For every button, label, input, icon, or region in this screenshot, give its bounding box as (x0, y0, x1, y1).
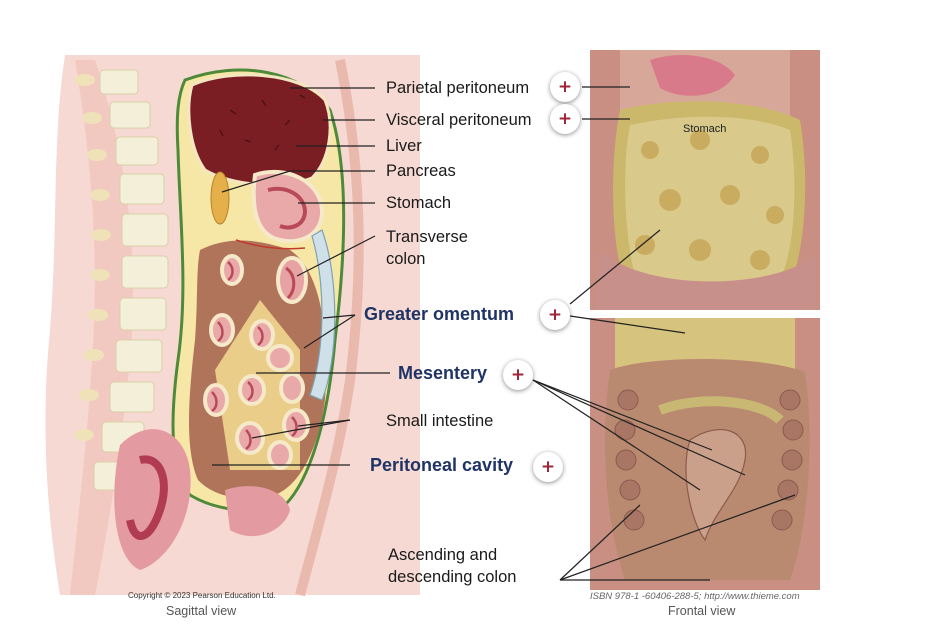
vertebrae (93, 69, 169, 491)
label-ascending-descending-line1: Ascending and (388, 546, 498, 564)
isbn-credit: ISBN 978-1 -60406-288-5; http://www.thie… (590, 591, 800, 602)
label-liver: Liver (386, 137, 422, 155)
caption-frontal-view: Frontal view (668, 604, 736, 618)
label-stomach: Stomach (386, 194, 452, 212)
spinal-processes (74, 74, 111, 441)
label-visceral-peritoneum: Visceral peritoneum (386, 111, 532, 129)
label-peritoneal-cavity: Peritoneal cavity (370, 455, 514, 475)
label-parietal-peritoneum: Parietal peritoneum (386, 79, 530, 97)
label-transverse-colon-line1: Transverse (386, 228, 468, 246)
label-mesentery: Mesentery (398, 363, 488, 383)
frontal-view-photo-bottom (590, 318, 820, 590)
hotspot-parietal-peritoneum-button[interactable]: + (550, 72, 580, 102)
label-small-intestine: Small intestine (386, 412, 494, 430)
frontal-view-photo-top (590, 50, 820, 310)
liver-shape (187, 73, 332, 187)
hotspot-mesentery-button[interactable]: + (503, 360, 533, 390)
hotspot-visceral-peritoneum-button[interactable]: + (550, 104, 580, 134)
caption-sagittal-view: Sagittal view (166, 604, 237, 618)
label-ascending-descending-line2: descending colon (388, 568, 517, 586)
label-pancreas: Pancreas (386, 162, 456, 180)
hotspot-peritoneal-cavity-button[interactable]: + (533, 452, 563, 482)
copyright-notice: Copyright © 2023 Pearson Education Ltd. (128, 591, 276, 600)
frontal-leader-lines (532, 86, 796, 581)
hotspot-greater-omentum-button[interactable]: + (540, 300, 570, 330)
sagittal-view-illustration (45, 55, 421, 597)
pancreas-shape (210, 171, 230, 225)
sagittal-leader-lines (212, 87, 390, 466)
label-greater-omentum: Greater omentum (364, 304, 515, 324)
label-stomach-photo: Stomach (683, 123, 727, 135)
label-transverse-colon-line2: colon (386, 250, 426, 268)
